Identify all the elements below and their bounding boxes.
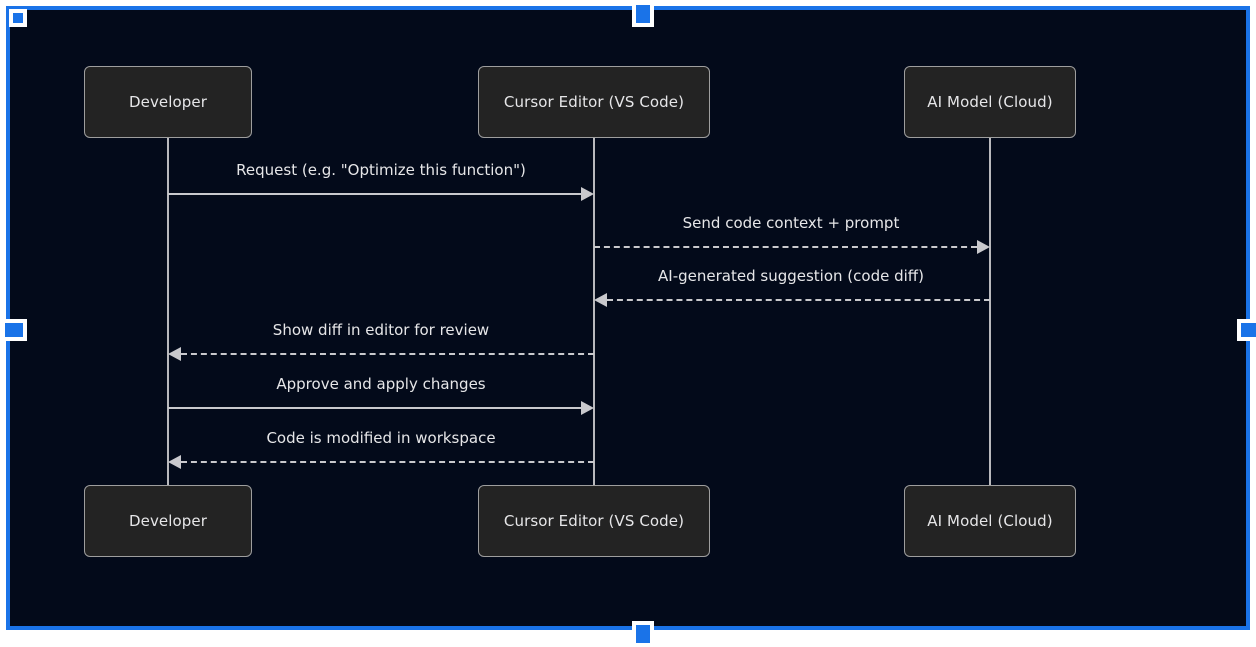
participant-box-developer-bottom[interactable]: Developer [84,485,252,557]
message-5-line [168,407,581,409]
message-6-line [181,461,594,463]
participant-label-cursor-editor-top: Cursor Editor (VS Code) [503,93,685,111]
participant-box-ai-model-bottom[interactable]: AI Model (Cloud) [904,485,1076,557]
message-2-arrowhead [977,240,990,254]
message-2-label: Send code context + prompt [682,214,900,232]
message-3-arrowhead [594,293,607,307]
message-4-label: Show diff in editor for review [272,321,490,339]
resize-handle-top-center[interactable] [632,1,654,27]
resize-handle-bottom-center[interactable] [632,621,654,647]
participant-label-ai-model-bottom: AI Model (Cloud) [927,512,1053,530]
lifeline-ai-model [989,138,991,486]
message-4-line [181,353,594,355]
message-5-arrowhead [581,401,594,415]
lifeline-developer [167,138,169,486]
resize-handle-middle-left[interactable] [1,319,27,341]
resize-handle-top-left[interactable] [9,9,27,27]
participant-label-developer-bottom: Developer [128,512,208,530]
message-6-arrowhead [168,455,181,469]
message-5-label: Approve and apply changes [276,375,486,393]
participant-box-developer-top[interactable]: Developer [84,66,252,138]
message-1-arrowhead [581,187,594,201]
participant-label-ai-model-top: AI Model (Cloud) [927,93,1053,111]
message-1-label: Request (e.g. "Optimize this function") [236,161,526,179]
message-3-label: AI-generated suggestion (code diff) [658,267,924,285]
lifeline-cursor-editor [593,138,595,486]
participant-label-cursor-editor-bottom: Cursor Editor (VS Code) [503,512,685,530]
message-3-line [607,299,990,301]
message-2-line [594,246,977,248]
message-6-label: Code is modified in workspace [266,429,496,447]
participant-box-cursor-editor-top[interactable]: Cursor Editor (VS Code) [478,66,710,138]
participant-box-cursor-editor-bottom[interactable]: Cursor Editor (VS Code) [478,485,710,557]
message-4-arrowhead [168,347,181,361]
participant-label-developer-top: Developer [128,93,208,111]
resize-handle-middle-right[interactable] [1237,319,1256,341]
message-1-line [168,193,581,195]
participant-box-ai-model-top[interactable]: AI Model (Cloud) [904,66,1076,138]
